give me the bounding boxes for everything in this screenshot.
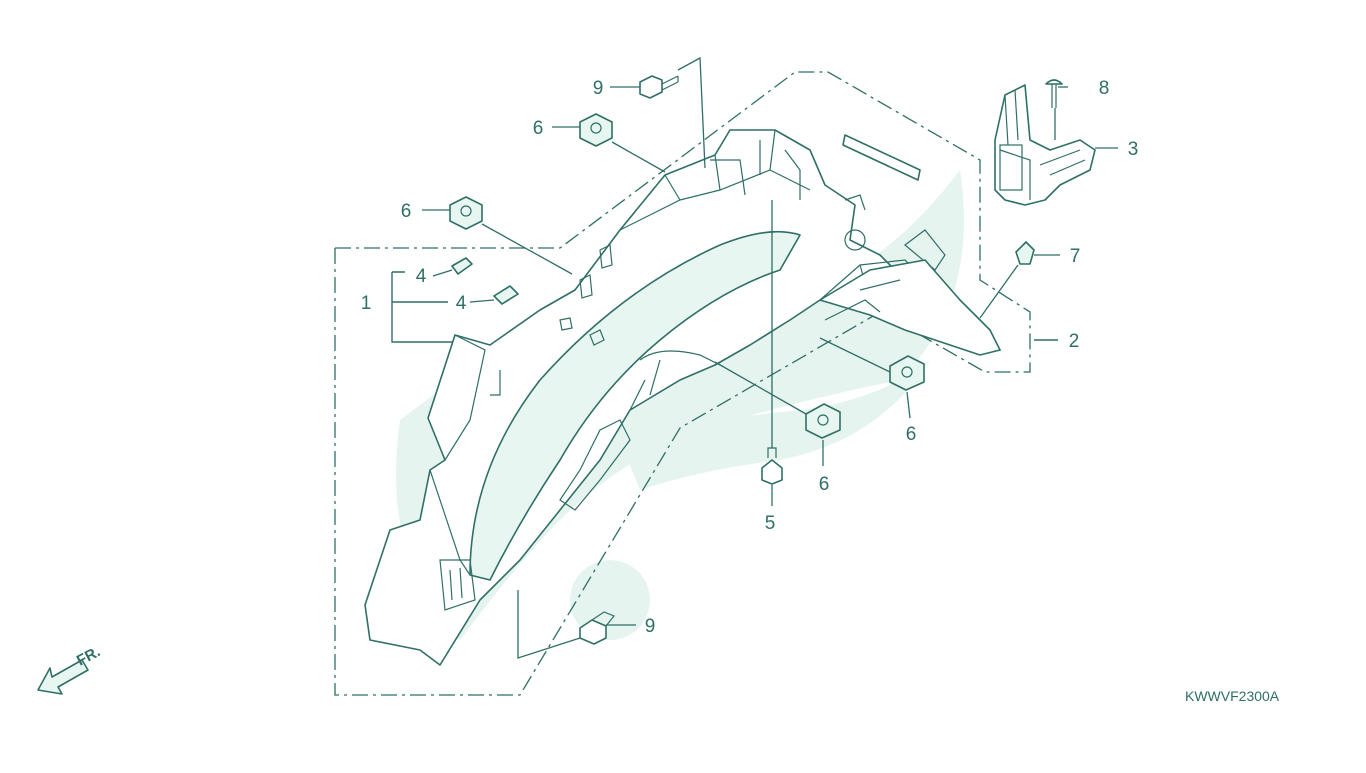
screw-top-right	[1045, 79, 1063, 108]
callout-8: 8	[1099, 78, 1110, 99]
callout-6-right: 6	[906, 424, 917, 445]
clip-right	[1015, 241, 1035, 265]
callout-5: 5	[765, 513, 776, 534]
clip-small-mid	[493, 285, 519, 305]
clip-nut-right	[889, 355, 925, 391]
callout-1: 1	[361, 293, 372, 314]
diagram-code: KWWVF2300A	[1185, 688, 1280, 704]
clip-small-top	[451, 257, 473, 275]
reflector-strip	[842, 134, 921, 181]
callout-3: 3	[1128, 139, 1139, 160]
leader-lines	[422, 56, 1118, 659]
callout-4-mid: 4	[456, 293, 467, 314]
bracket-part-1	[391, 271, 455, 343]
callout-9-bottom: 9	[645, 616, 656, 637]
clip-nut-center	[805, 403, 841, 439]
front-arrow-icon: FR.	[37, 643, 103, 695]
bolt-center	[761, 447, 783, 485]
bolt-top	[639, 75, 679, 99]
callout-9-top: 9	[593, 78, 604, 99]
callout-6-left: 6	[401, 201, 412, 222]
callout-7: 7	[1070, 246, 1081, 267]
callout-6-center: 6	[819, 474, 830, 495]
splash-guard	[819, 259, 1001, 356]
clip-nut-top	[579, 113, 613, 147]
callout-2: 2	[1069, 331, 1080, 352]
callout-4-top: 4	[416, 266, 427, 287]
license-bracket	[994, 84, 1096, 206]
clip-nut-left	[449, 196, 483, 230]
assembly-outline	[334, 71, 1031, 696]
callout-6-top: 6	[533, 118, 544, 139]
